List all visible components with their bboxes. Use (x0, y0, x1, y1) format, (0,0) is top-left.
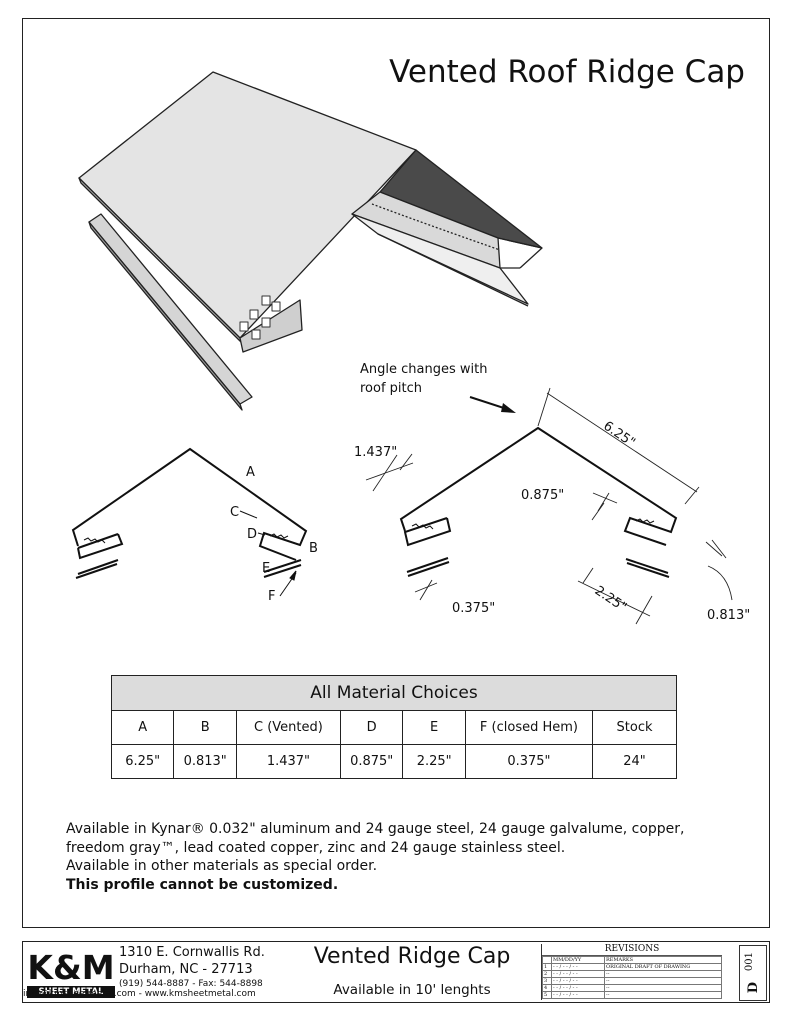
label-a: A (246, 465, 255, 480)
col-a-header: A (110, 710, 175, 745)
dim-f: 0.375" (452, 601, 495, 616)
col-c-header: C (Vented) (235, 710, 341, 745)
rev-remark-1: ORIGINAL DRAFT OF DRAWING (604, 963, 722, 971)
cell-a: 6.25" (110, 744, 175, 779)
sheet-letter: D (746, 982, 761, 994)
label-d: D (247, 527, 257, 542)
dim-d: 0.875" (521, 488, 564, 503)
dim-a: 6.25" (600, 419, 637, 451)
sheet-number: 001 (744, 952, 755, 972)
phone-fax: (919) 544-8887 - Fax: 544-8898 (119, 979, 263, 989)
cell-c: 1.437" (235, 744, 341, 779)
label-e: E (262, 561, 270, 576)
page-title: Vented Roof Ridge Cap (389, 54, 745, 90)
profile-labeled (71, 447, 308, 579)
profile-dimensioned (399, 426, 678, 578)
table-row: 6.25" 0.813" 1.437" 0.875" 2.25" 0.375" … (110, 744, 677, 779)
dimension-lines (365, 387, 733, 625)
isometric-illustration (78, 71, 543, 411)
material-table: All Material Choices A B C (Vented) D E … (110, 675, 677, 779)
profile-labels: A B C D E F (230, 465, 318, 604)
pitch-note: Angle changes with roof pitch (360, 362, 516, 413)
cell-stock: 24" (592, 744, 677, 779)
availability-line4: This profile cannot be customized. (66, 876, 339, 893)
cell-e: 2.25" (402, 744, 466, 779)
dim-b: 0.813" (707, 608, 750, 623)
dim-c: 1.437" (354, 445, 397, 460)
availability-line1: Available in Kynar® 0.032" aluminum and … (66, 821, 685, 837)
rev-date-header: MM/DD/YY (551, 956, 605, 964)
email-website: info@kmsheetmetal.com - www.kmsheetmetal… (23, 989, 256, 999)
company-address: 1310 E. Cornwallis Rd. Durham, NC - 2771… (119, 944, 281, 990)
col-d-header: D (339, 710, 404, 745)
drawing-title: Vented Ridge Cap (313, 944, 511, 969)
col-b-header: B (173, 710, 237, 745)
col-f-header: F (closed Hem) (464, 710, 594, 745)
availability-line3: Available in other materials as special … (66, 858, 378, 874)
cell-d: 0.875" (339, 744, 404, 779)
col-stock-header: Stock (592, 710, 677, 745)
title-block: K&M SHEET METAL 1310 E. Cornwallis Rd. D… (22, 941, 770, 1003)
table-header-row: A B C (Vented) D E F (closed Hem) Stock (110, 710, 677, 745)
address-line2: Durham, NC - 27713 (119, 962, 253, 977)
pitch-note-line2: roof pitch (360, 381, 422, 396)
km-logo: K&M (27, 947, 115, 985)
cell-f: 0.375" (464, 744, 594, 779)
availability-notes: Available in Kynar® 0.032" aluminum and … (66, 820, 746, 894)
pitch-note-line1: Angle changes with (360, 362, 487, 377)
drawing-subtitle: Available in 10' lenghts (333, 982, 491, 998)
material-table-title: All Material Choices (111, 675, 677, 711)
cell-b: 0.813" (173, 744, 237, 779)
dimension-texts: 6.25" 1.437" 0.875" 2.25" 0.375" 0.813" (354, 419, 750, 623)
sheet-number-box: 001 D (739, 945, 767, 1001)
logo-subtitle: SHEET METAL (27, 986, 115, 998)
label-leaders (239, 510, 297, 597)
revisions-title: REVISIONS (542, 944, 722, 956)
col-e-header: E (402, 710, 466, 745)
drawing-frame (22, 18, 770, 928)
drawing-canvas: A B C D E F (71, 71, 750, 625)
logo-text: K&M (27, 948, 114, 985)
dim-e: 2.25" (592, 583, 629, 615)
rev-remarks-header: REMARKS (604, 956, 722, 964)
label-f: F (268, 589, 275, 604)
availability-line2: freedom gray™, lead coated copper, zinc … (66, 839, 566, 856)
label-b: B (309, 541, 318, 556)
label-c: C (230, 505, 239, 520)
address-line1: 1310 E. Cornwallis Rd. (119, 945, 265, 960)
